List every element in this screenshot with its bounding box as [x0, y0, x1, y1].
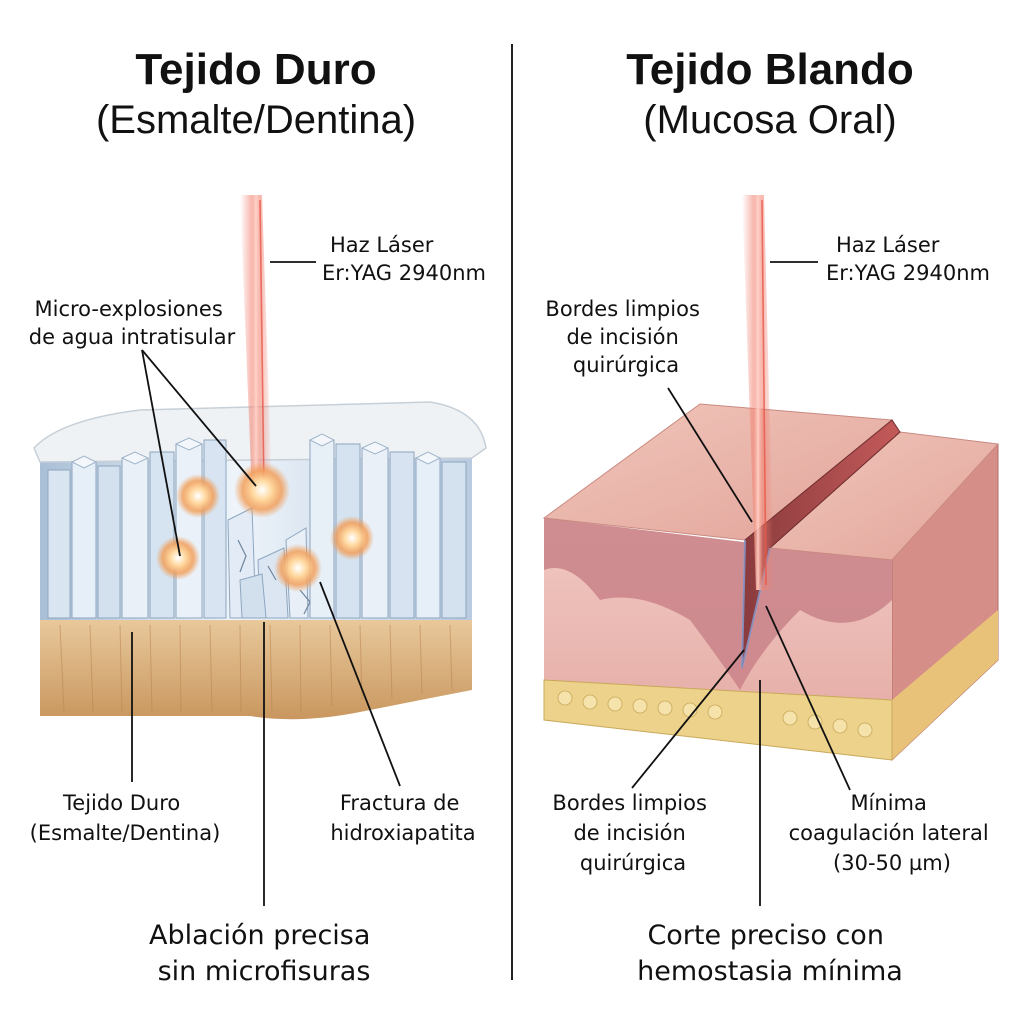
- right-caption: Corte preciso con hemostasia mínima: [637, 920, 903, 987]
- dentin-layer: [40, 618, 472, 720]
- explosion-burst: [274, 544, 322, 592]
- epithelium-layer: [544, 518, 892, 690]
- right-subtitle: (Mucosa Oral): [643, 98, 897, 142]
- left-title: Tejido Duro: [135, 45, 377, 94]
- explosion-burst: [176, 474, 220, 518]
- hard-tissue-label: Tejido Duro (Esmalte/Dentina): [30, 791, 221, 845]
- coagulation-label: Mínima coagulación lateral (30-50 µm): [789, 791, 996, 875]
- explosion-burst: [156, 536, 200, 580]
- right-laser-label: Haz Láser Er:YAG 2940nm: [826, 233, 990, 285]
- adipose-layer: [543, 679, 893, 761]
- right-panel-title: Tejido Blando (Mucosa Oral): [550, 44, 990, 144]
- right-laser-beam: [742, 195, 774, 590]
- left-laser-label: Haz Láser Er:YAG 2940nm: [322, 233, 486, 285]
- fracture-label: Fractura de hidroxiapatita: [330, 791, 475, 845]
- hard-tissue-block: [33, 401, 487, 720]
- left-caption: Ablación precisa sin microfisuras: [149, 920, 379, 987]
- edges-bottom-label: Bordes limpios de incisión quirúrgica: [552, 791, 713, 875]
- soft-tissue-block: [542, 403, 1000, 762]
- explosion-burst: [330, 516, 374, 560]
- hydroxyapatite-prisms: [47, 439, 467, 619]
- edges-top-label: Bordes limpios de incisión quirúrgica: [545, 297, 706, 377]
- micro-cracks: [237, 539, 311, 615]
- left-panel-title: Tejido Duro (Esmalte/Dentina): [36, 44, 476, 144]
- left-laser-beam: [240, 195, 272, 495]
- right-title: Tejido Blando: [626, 45, 914, 94]
- left-subtitle: (Esmalte/Dentina): [95, 98, 417, 142]
- explosions-label: Micro-explosiones de agua intratisular: [29, 297, 236, 349]
